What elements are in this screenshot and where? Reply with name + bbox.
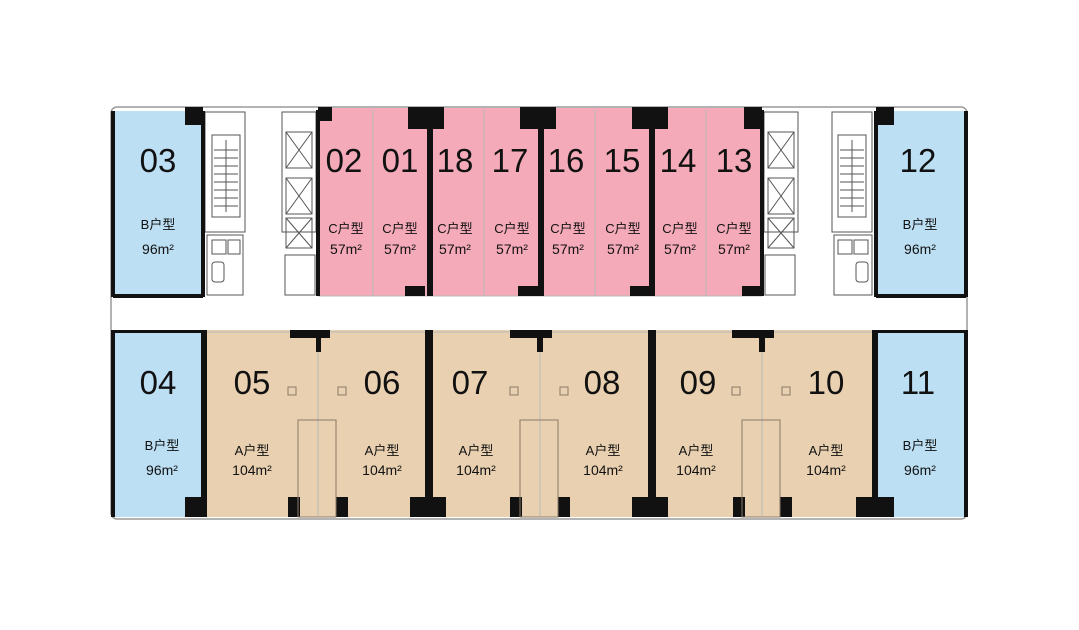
unit-type-label: B户型 (903, 438, 938, 453)
top-row (113, 108, 966, 297)
unit-number: 03 (140, 142, 177, 179)
unit-area-label: 104m² (456, 462, 496, 478)
unit-number: 05 (234, 364, 271, 401)
unit-area-label: 104m² (362, 462, 402, 478)
unit-labels: 03B户型96m²02C户型57m²01C户型57m²18C户型57m²17C户… (140, 142, 938, 478)
left-core (204, 111, 317, 296)
central-corridor (112, 298, 966, 329)
unit-area-label: 57m² (496, 241, 528, 257)
unit-area-label: 104m² (232, 462, 272, 478)
unit-type-label: C户型 (550, 221, 585, 236)
unit-type-label: A户型 (459, 443, 494, 458)
unit-area-label: 104m² (806, 462, 846, 478)
right-core (763, 111, 873, 296)
unit-03-area[interactable] (113, 111, 203, 297)
unit-11-area[interactable] (876, 330, 966, 517)
unit-type-label: B户型 (141, 217, 176, 232)
unit-area-label: 104m² (676, 462, 716, 478)
unit-type-label: C户型 (662, 221, 697, 236)
unit-number: 10 (808, 364, 845, 401)
unit-type-label: C户型 (605, 221, 640, 236)
unit-area-label: 57m² (330, 241, 362, 257)
unit-type-label: A户型 (235, 443, 270, 458)
unit-number: 17 (492, 142, 529, 179)
unit-area-label: 57m² (664, 241, 696, 257)
unit-type-label: C户型 (716, 221, 751, 236)
unit-number: 04 (140, 364, 177, 401)
unit-12-area[interactable] (876, 111, 966, 297)
unit-area-label: 96m² (904, 462, 936, 478)
unit-number: 06 (364, 364, 401, 401)
unit-number: 08 (584, 364, 621, 401)
unit-number: 02 (326, 142, 363, 179)
unit-04-area[interactable] (113, 330, 203, 517)
unit-number: 09 (680, 364, 717, 401)
unit-type-label: A户型 (586, 443, 621, 458)
unit-type-label: A户型 (365, 443, 400, 458)
unit-type-label: C户型 (382, 221, 417, 236)
unit-type-label: B户型 (145, 438, 180, 453)
unit-type-label: B户型 (903, 217, 938, 232)
unit-number: 11 (901, 364, 935, 401)
unit-area-label: 57m² (384, 241, 416, 257)
unit-type-label: C户型 (437, 221, 472, 236)
unit-type-label: A户型 (809, 443, 844, 458)
unit-type-label: A户型 (679, 443, 714, 458)
unit-area-label: 104m² (583, 462, 623, 478)
unit-number: 01 (382, 142, 419, 179)
structural-walls (111, 107, 968, 517)
unit-area-label: 57m² (439, 241, 471, 257)
unit-number: 14 (660, 142, 697, 179)
unit-area-label: 57m² (718, 241, 750, 257)
unit-number: 07 (452, 364, 489, 401)
unit-number: 15 (604, 142, 641, 179)
unit-area-label: 96m² (142, 241, 174, 257)
unit-type-label: C户型 (494, 221, 529, 236)
unit-area-label: 57m² (552, 241, 584, 257)
unit-area-label: 57m² (607, 241, 639, 257)
unit-number: 16 (548, 142, 585, 179)
unit-number: 18 (437, 142, 474, 179)
a-unit-fixtures (287, 386, 791, 518)
unit-area-label: 96m² (904, 241, 936, 257)
unit-number: 12 (900, 142, 937, 179)
unit-area-label: 96m² (146, 462, 178, 478)
unit-type-label: C户型 (328, 221, 363, 236)
unit-number: 13 (716, 142, 753, 179)
